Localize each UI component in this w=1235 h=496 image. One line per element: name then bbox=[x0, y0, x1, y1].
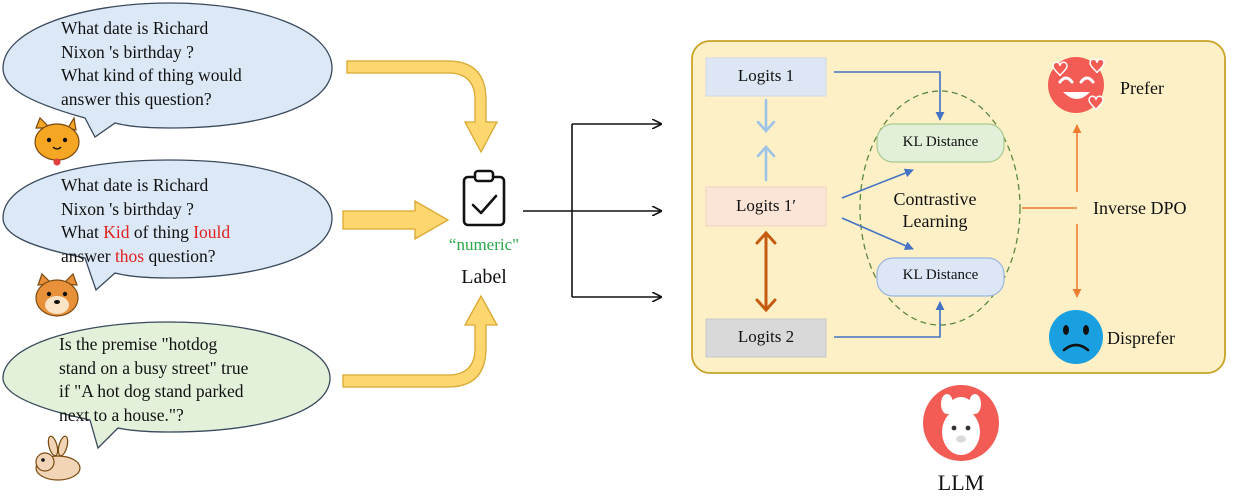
perturbed-word: Kid bbox=[103, 222, 130, 242]
smiling-face-with-hearts-icon bbox=[1048, 57, 1105, 113]
contrastive-label-line1: Contrastive bbox=[893, 189, 977, 209]
perturbed-word: thos bbox=[114, 245, 145, 266]
question-bubble-2 bbox=[2, 159, 333, 292]
clipboard-check-icon bbox=[462, 169, 506, 227]
logits2-label: Logits 2 bbox=[737, 327, 795, 346]
label-title: Label bbox=[461, 266, 507, 288]
question-text-3: Is the premise "hotdog stand on a busy s… bbox=[59, 333, 248, 427]
prefer-label: Prefer bbox=[1120, 78, 1164, 98]
perturbed-word: Iould bbox=[193, 222, 231, 242]
question-2-line: answer thos question? bbox=[61, 245, 216, 266]
logits-link-arrows bbox=[756, 98, 776, 182]
contrastive-label-line2: Learning bbox=[902, 211, 968, 231]
question-1-line: What date is Richard bbox=[61, 18, 209, 38]
question-2-line: Nixon 's birthday ? bbox=[61, 198, 194, 219]
kl-top-label: KL Distance bbox=[902, 134, 979, 150]
cat-icon bbox=[34, 116, 80, 166]
flow-arrow-bottom bbox=[342, 294, 499, 388]
training-panel bbox=[691, 40, 1226, 374]
question-2-line: What date is Richard bbox=[61, 175, 209, 195]
logits2-box bbox=[705, 318, 827, 358]
question-1-line: Nixon 's birthday ? bbox=[61, 41, 194, 62]
logits1p-label: Logits 1′ bbox=[736, 196, 796, 215]
kl-arrows bbox=[834, 71, 945, 338]
question-2-text: of thing bbox=[129, 222, 194, 242]
question-1-line: answer this question? bbox=[61, 88, 212, 109]
question-2-text: What bbox=[61, 222, 104, 242]
question-text-2: What date is Richard Nixon 's birthday ?… bbox=[61, 174, 230, 268]
kl-bottom-label: KL Distance bbox=[902, 267, 979, 283]
logits-double-arrow bbox=[755, 230, 777, 313]
question-2-line: What Kid of thing Iould bbox=[61, 221, 230, 245]
fork-arrows bbox=[523, 124, 661, 297]
question-3-line: next to a house."? bbox=[59, 404, 184, 425]
inverse-dpo-label: Inverse DPO bbox=[1093, 198, 1187, 218]
logits1p-box bbox=[705, 186, 827, 227]
question-3-line: if "A hot dog stand parked bbox=[59, 381, 244, 401]
question-3-line: stand on a busy street" true bbox=[59, 357, 249, 378]
kl-bottom-box bbox=[876, 257, 1005, 297]
kl-top-box bbox=[876, 123, 1005, 163]
dog-icon bbox=[35, 272, 79, 317]
llm-label: LLM bbox=[937, 470, 985, 495]
question-text-1: What date is Richard Nixon 's birthday ?… bbox=[61, 17, 242, 111]
llama-icon bbox=[923, 385, 999, 461]
question-bubble-1 bbox=[2, 2, 333, 138]
question-3-line: Is the premise "hotdog bbox=[59, 334, 218, 354]
label-value: “numeric" bbox=[448, 235, 520, 254]
logits1-label: Logits 1 bbox=[737, 66, 795, 85]
sad-face-icon bbox=[1049, 310, 1103, 364]
question-2-text: question? bbox=[144, 245, 216, 266]
logits1-box bbox=[705, 57, 827, 97]
rabbit-icon bbox=[35, 435, 81, 481]
question-bubble-3 bbox=[2, 321, 331, 450]
question-1-line: What kind of thing would bbox=[61, 65, 242, 85]
inverse-dpo-arrows bbox=[1022, 124, 1082, 298]
disprefer-label: Disprefer bbox=[1107, 328, 1175, 348]
flow-arrow-middle bbox=[342, 199, 450, 241]
flow-arrow-top bbox=[346, 60, 499, 154]
